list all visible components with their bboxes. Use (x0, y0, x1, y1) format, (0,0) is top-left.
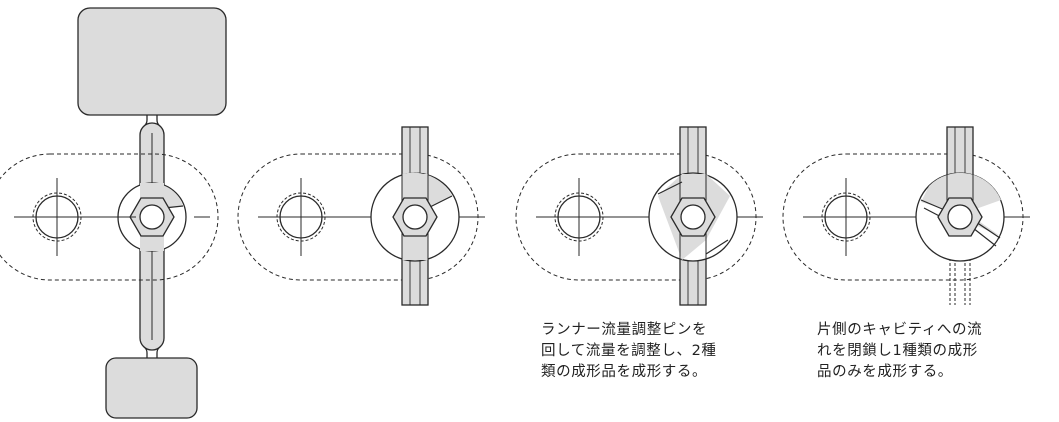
closed-runner (949, 258, 971, 305)
pin-core (947, 204, 973, 230)
plate-outline (782, 153, 1024, 281)
caption-adjust-flow: ランナー流量調整ピンを 回して流量を調整し、2種 類の成形品を成形する。 (541, 322, 717, 380)
panel-2 (237, 126, 485, 306)
runner-channel (946, 126, 974, 178)
pin-core (680, 204, 706, 230)
panel-3 (515, 126, 763, 306)
lower-cavity (105, 357, 198, 419)
upper-cavity (77, 7, 227, 116)
caption-close-flow: 片側のキャビティへの流 れを閉鎖し1種類の成形 品のみを成形する。 (817, 322, 983, 380)
plate-outline (0, 153, 219, 281)
pin-core (402, 204, 428, 230)
panel-4 (782, 126, 1030, 305)
panel-1 (0, 7, 227, 419)
pin-core (139, 204, 165, 230)
